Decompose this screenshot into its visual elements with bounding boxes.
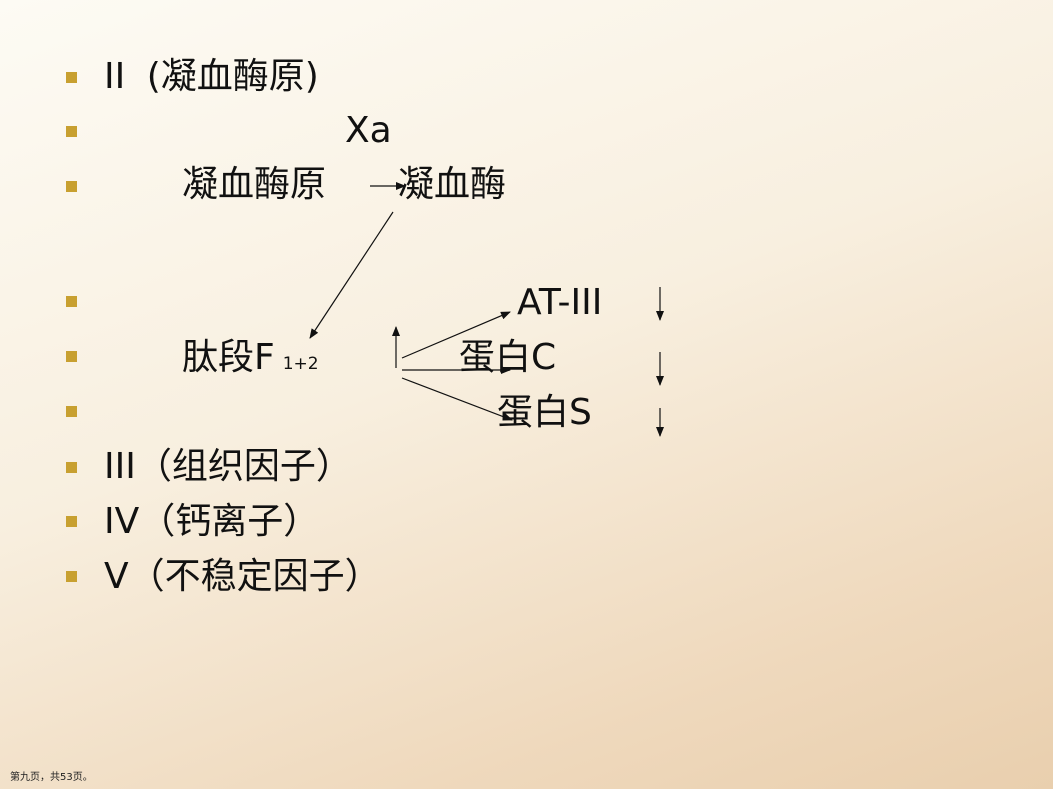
bullet-5 (66, 351, 77, 362)
bullet-2 (66, 126, 77, 137)
at-iii-label: AT-III (517, 282, 603, 323)
arrow-to-protein-s (401, 377, 513, 421)
factor-ii-name: (凝血酶原) (146, 56, 319, 97)
bullet-7 (66, 462, 77, 473)
line-xa: Xa (345, 110, 392, 151)
factor-ii-numeral: II (104, 56, 126, 97)
prothrombin-label: 凝血酶原 (182, 164, 327, 205)
bullet-8 (66, 516, 77, 527)
line-fragment: 肽段F 1+2 (182, 338, 319, 384)
bullet-9 (66, 571, 77, 582)
fragment-subscript: 1+2 (282, 354, 319, 374)
bullet-3 (66, 181, 77, 192)
line-factor-iii: III（组织因子） (104, 446, 352, 487)
fragment-f-label: 肽段F (182, 337, 275, 378)
line-factor-ii: II (凝血酶原) (104, 57, 319, 97)
protein-s-label: 蛋白S (497, 392, 592, 433)
line-factor-v: V（不稳定因子） (104, 556, 381, 597)
bullet-4 (66, 296, 77, 307)
page-footer: 第九页，共53页。 (10, 772, 93, 783)
fragment-release-arrow (309, 211, 394, 339)
line-factor-iv: IV（钙离子） (104, 501, 320, 542)
thrombin-label: 凝血酶 (398, 164, 507, 205)
bullet-6 (66, 406, 77, 417)
bullet-1 (66, 72, 77, 83)
arrow-to-at-iii (401, 311, 511, 359)
